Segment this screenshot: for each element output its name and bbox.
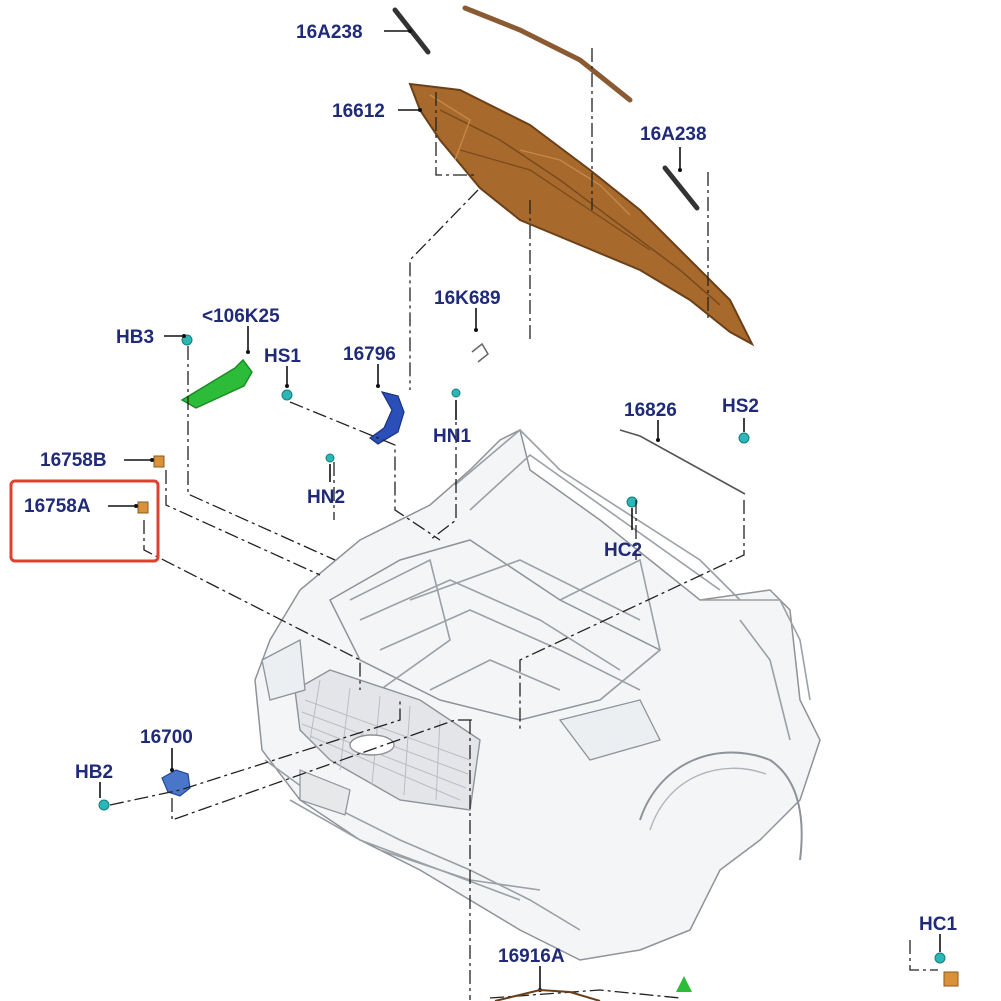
label-16a238-right: 16A238 [640, 124, 707, 145]
label-16826: 16826 [624, 400, 677, 421]
label-106k25: <106K25 [202, 306, 280, 327]
part-16916a-line [494, 988, 601, 1001]
part-bottom-right-orange [943, 971, 959, 987]
label-hn2: HN2 [307, 487, 345, 508]
hood-panel [408, 82, 755, 347]
bumper-16758a [137, 501, 149, 514]
label-hn1: HN1 [433, 426, 471, 447]
label-hc2: HC2 [604, 540, 642, 561]
prop-rod-16826 [619, 429, 746, 495]
latch-16700 [161, 769, 191, 797]
fastener-hs1 [281, 389, 293, 401]
label-16916a: 16916A [498, 946, 565, 967]
label-hb3: HB3 [116, 327, 154, 348]
fastener-hs2 [738, 432, 750, 444]
label-16758a: 16758A [24, 496, 91, 517]
leader-lines [99, 29, 941, 992]
bumper-16758b [153, 455, 165, 468]
label-hc1: HC1 [919, 914, 957, 935]
fastener-hc1 [934, 952, 946, 964]
teal-fasteners [98, 334, 946, 964]
vehicle-front-body [254, 428, 821, 961]
label-hs1: HS1 [264, 346, 301, 367]
16a238-right-part [662, 165, 700, 211]
label-hs2: HS2 [722, 396, 759, 417]
label-16a238-top: 16A238 [296, 22, 363, 43]
green-arrow-marker [676, 976, 692, 992]
label-hb2: HB2 [75, 762, 113, 783]
fastener-hn1 [451, 388, 461, 398]
label-16612: 16612 [332, 101, 385, 122]
fastener-hc2 [626, 496, 638, 508]
bracket-106k25 [180, 358, 253, 409]
label-16796: 16796 [343, 344, 396, 365]
hood-seal-strip [462, 5, 633, 103]
assembly-dash-lines [109, 48, 938, 1000]
label-16758b: 16758B [40, 450, 107, 471]
highlight-box-16758a [9, 479, 160, 563]
hinge-16796 [368, 391, 405, 445]
label-16k689: 16K689 [434, 288, 501, 309]
clip-16k689 [471, 342, 489, 363]
label-16700: 16700 [140, 727, 193, 748]
part-labels: 16A238 16612 16A238 16K689 <106K25 HB3 H… [24, 22, 957, 967]
fastener-hb2 [98, 799, 110, 811]
fastener-hn2 [325, 453, 335, 463]
